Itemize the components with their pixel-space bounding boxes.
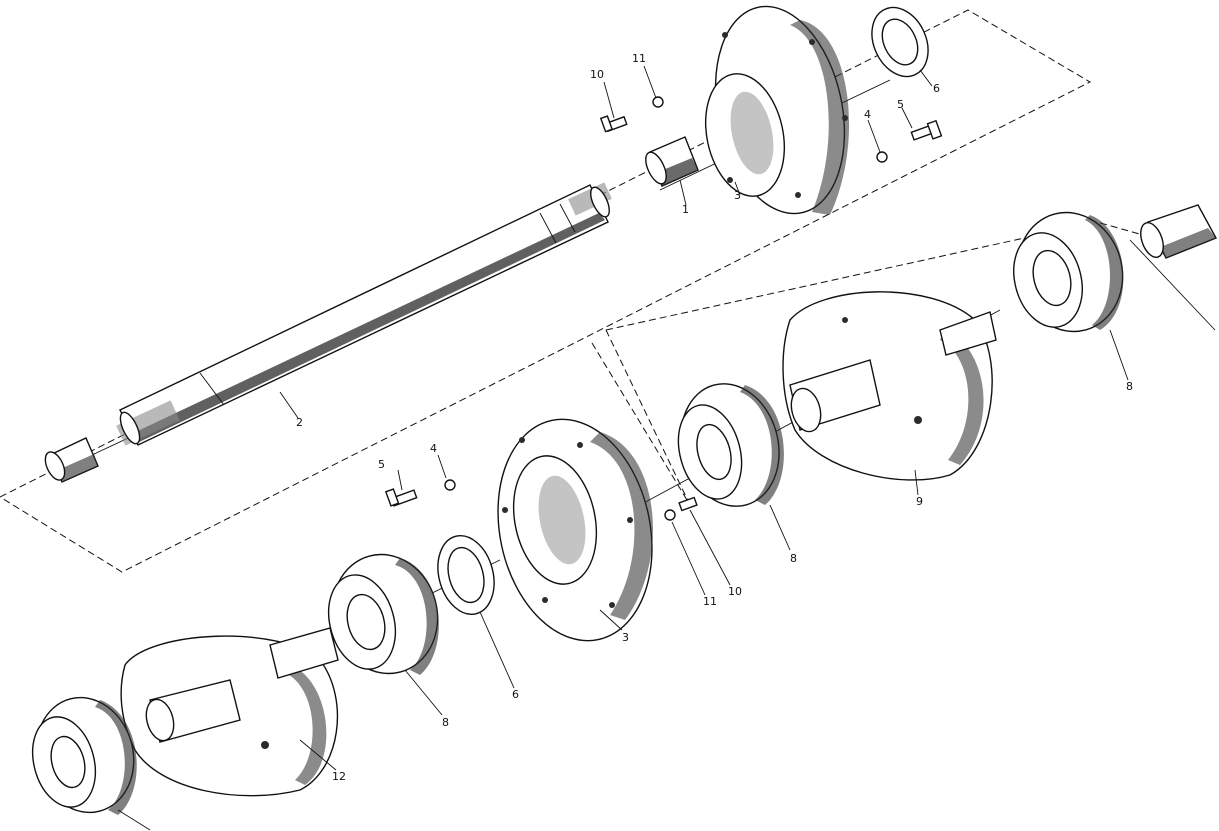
bolt-top-10	[599, 115, 628, 133]
coupling-sleeve-right	[1140, 204, 1217, 259]
callout-low-12: 12	[332, 770, 346, 783]
callout-low-8: 8	[442, 716, 449, 729]
callout-top-4: 4	[864, 108, 871, 121]
callout-mid-3: 3	[622, 631, 629, 644]
bearing-lower-left	[31, 696, 137, 815]
bearing-mid-right-8	[677, 383, 784, 507]
bearing-right-8	[1013, 211, 1124, 333]
callout-top-10: 10	[590, 68, 604, 81]
callout-top-1: 1	[682, 203, 689, 216]
bolt-top-5	[910, 119, 943, 141]
callout-shaft-2: 2	[296, 416, 303, 429]
seal-ring-middle	[437, 535, 495, 615]
assembly-boundary-right	[591, 221, 1151, 506]
gear-pump-lower-12	[120, 627, 339, 797]
callout-top-5: 5	[897, 98, 904, 111]
washer-mid-4	[444, 479, 456, 491]
gear-pump-right-9	[782, 291, 997, 481]
seal-ring-top	[871, 6, 929, 78]
washer-top-11	[652, 96, 664, 108]
needle-sleeve-left	[44, 437, 99, 483]
callout-top-3: 3	[734, 189, 741, 202]
callout-mid-6: 6	[512, 688, 519, 701]
bolt-mid-10	[678, 496, 698, 512]
main-shaft	[116, 182, 612, 446]
callout-right-9: 9	[916, 495, 923, 508]
callout-mid-10: 10	[728, 585, 742, 598]
callout-mid-5: 5	[378, 458, 385, 471]
washer-top-4	[876, 151, 888, 163]
callout-mid-11: 11	[703, 595, 717, 608]
bolt-mid-5	[384, 488, 418, 507]
flange-housing-top	[704, 5, 850, 215]
callout-top-11: 11	[632, 52, 646, 65]
callout-right-8: 8	[1126, 380, 1133, 393]
callout-mid-8: 8	[790, 552, 797, 565]
washer-mid-11	[664, 509, 676, 521]
assembly-boundary-top	[0, 9, 1092, 573]
callout-top-6: 6	[933, 82, 940, 95]
flange-housing-middle	[497, 418, 653, 642]
leader-lines	[117, 65, 1129, 831]
callout-mid-4: 4	[430, 442, 437, 455]
needle-sleeve-top	[645, 136, 699, 187]
callout-labels: 10 11 6 4 5 3 1 2 8 9 8 10 11 3 5 4 6 8 …	[296, 52, 1133, 783]
bearing-lower-8	[327, 553, 439, 675]
